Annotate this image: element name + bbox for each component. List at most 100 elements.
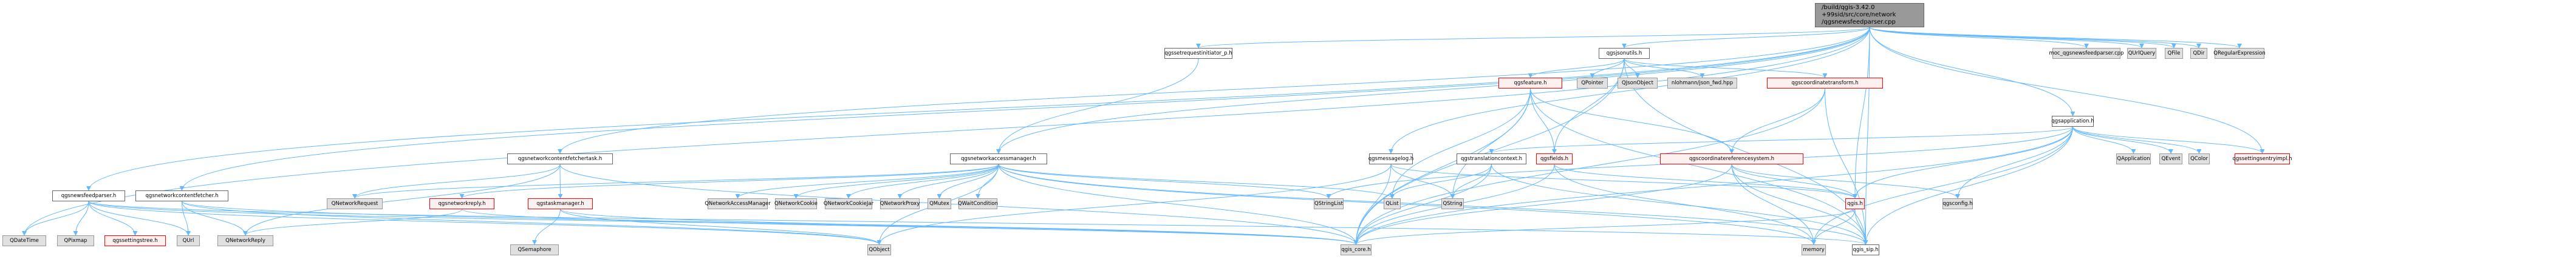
node-settingsentryimpl-h[interactable]: qgssettingsentryimpl.h <box>2232 153 2292 164</box>
node-qpixmap[interactable]: QPixmap <box>57 235 94 246</box>
node-moc[interactable]: moc_qgsnewsfeedparser.cpp <box>2049 48 2124 59</box>
node-memory[interactable]: memory <box>1802 244 1826 255</box>
node-qcolor[interactable]: QColor <box>2188 153 2210 164</box>
node-label: qgsnetworkaccessmanager.h <box>961 156 1036 162</box>
node-qlist[interactable]: QList <box>1384 198 1401 209</box>
node-json-fwd[interactable]: nlohmann/json_fwd.hpp <box>1667 78 1737 89</box>
node-label: QList <box>1385 201 1399 207</box>
node-qstring[interactable]: QString <box>1441 198 1464 209</box>
edge-crs_h-to-qgis_core_h <box>1353 164 1732 245</box>
node-label: qgis.h <box>1847 201 1863 207</box>
edge-feature_h-to-QList <box>1390 88 1531 199</box>
node-qgis-h[interactable]: qgis.h <box>1845 198 1865 209</box>
node-qobject[interactable]: QObject <box>867 244 891 255</box>
node-netcontentfetcher-h[interactable]: qgsnetworkcontentfetcher.h <box>135 190 228 201</box>
edge-networkreply_h-to-QNetworkReply <box>243 209 462 236</box>
node-qnetworkcookiejar[interactable]: QNetworkCookieJar <box>824 198 873 209</box>
node-label: QRegularExpression <box>2213 50 2266 56</box>
edge-root-to-settingsentryimpl_h <box>1869 27 2265 154</box>
node-qgis-sip-h[interactable]: qgis_sip.h <box>1852 244 1879 255</box>
node-qwaitcondition[interactable]: QWaitCondition <box>958 198 998 209</box>
edge-netaccessmanager_h-to-QStringList <box>998 164 1331 199</box>
node-networkreply-h[interactable]: qgsnetworkreply.h <box>429 198 494 209</box>
root-label-line: /qgsnewsfeedparser.cpp <box>1822 19 1896 25</box>
node-label: QNetworkRequest <box>331 201 378 207</box>
edge-newsfeedparser_h-to-qgis_sip_h <box>88 201 1868 245</box>
node-qnetworkproxy[interactable]: QNetworkProxy <box>880 198 920 209</box>
edge-netaccessmanager_h-to-memory <box>998 164 1816 245</box>
edge-translationcontext_h-to-QString <box>1450 164 1492 199</box>
node-messagelog-h[interactable]: qgsmessagelog.h <box>1368 153 1413 164</box>
node-qdir[interactable]: QDir <box>2190 48 2207 59</box>
node-label: QPixmap <box>64 238 87 244</box>
edge-application_h-to-memory <box>1811 126 2073 245</box>
node-qapplication[interactable]: QApplication <box>2116 153 2151 164</box>
node-coordtransform-h[interactable]: qgscoordinatetransform.h <box>1767 78 1883 89</box>
node-qnetworkaccessmanager[interactable]: QNetworkAccessManager <box>705 198 771 209</box>
edge-translationcontext_h-to-QList <box>1390 164 1492 199</box>
node-label: qgsconfig.h <box>1942 201 1973 207</box>
node-label: qgssettingsentryimpl.h <box>2232 156 2292 162</box>
node-qurlquery[interactable]: QUrlQuery <box>2127 48 2156 59</box>
node-qgsconfig-h[interactable]: qgsconfig.h <box>1942 198 1973 209</box>
node-label: QFile <box>2167 50 2181 56</box>
node-qdatetime[interactable]: QDateTime <box>2 235 46 246</box>
node-qpointer[interactable]: QPointer <box>1577 78 1608 89</box>
node-label: qgsfields.h <box>1540 156 1569 162</box>
edge-netaccessmanager_h-to-qgis_core_h <box>998 164 1359 245</box>
node-qjsonobject[interactable]: QJsonObject <box>1618 78 1658 89</box>
node-netaccessmanager-h[interactable]: qgsnetworkaccessmanager.h <box>950 153 1047 164</box>
edge-crs_h-to-memory <box>1731 164 1816 245</box>
node-netcontentfetchertask-h[interactable]: qgsnetworkcontentfetchertask.h <box>507 153 613 164</box>
edge-translationcontext_h-to-qgis_sip_h <box>1491 164 1868 245</box>
node-qnetworkreply[interactable]: QNetworkReply <box>217 235 273 246</box>
node-jsonutils-h[interactable]: qgsjsonutils.h <box>1599 48 1650 59</box>
edge-taskmanager_h-to-qgis_core_h <box>560 209 1359 245</box>
node-qstringlist[interactable]: QStringList <box>1314 198 1344 209</box>
node-label: QDateTime <box>10 238 39 244</box>
node-taskmanager-h[interactable]: qgstaskmanager.h <box>528 198 593 209</box>
edge-netaccessmanager_h-to-qgis_sip_h <box>998 164 1868 245</box>
node-setrequestinitiator-h[interactable]: qgssetrequestinitiator_p.h <box>1164 48 1232 59</box>
edge-networkreply_h-to-qgis_core_h <box>462 209 1359 245</box>
node-qurl[interactable]: QUrl <box>177 235 200 246</box>
edge-jsonutils_h-to-feature_h <box>1528 58 1625 78</box>
edge-coordtransform_h-to-qgis_sip_h <box>1825 88 1868 245</box>
node-settingstree-h[interactable]: qgssettingstree.h <box>104 235 166 246</box>
edge-application_h-to-settingsentryimpl_h <box>2072 126 2265 154</box>
node-qnetworkrequest[interactable]: QNetworkRequest <box>327 198 383 209</box>
node-label: moc_qgsnewsfeedparser.cpp <box>2049 50 2124 56</box>
edge-feature_h-to-qgis_core_h <box>1353 88 1531 245</box>
node-qfile[interactable]: QFile <box>2165 48 2183 59</box>
node-label: qgsnetworkcontentfetchertask.h <box>518 156 603 162</box>
edge-application_h-to-QColor <box>2072 126 2202 154</box>
edge-application_h-to-qgis_core_h <box>1353 126 2073 245</box>
edge-netaccessmanager_h-to-QNetworkCookie <box>793 164 999 199</box>
node-root[interactable]: /build/qgis-3.42.0+99sid/src/core/networ… <box>1815 3 1924 27</box>
edge-root-to-newsfeedparser_h <box>86 27 1870 191</box>
edge-qgis_h-to-memory <box>1811 209 1856 245</box>
node-qregularexpression[interactable]: QRegularExpression <box>2213 48 2266 59</box>
node-qevent[interactable]: QEvent <box>2159 153 2182 164</box>
node-crs-h[interactable]: qgscoordinatereferencesystem.h <box>1660 153 1803 164</box>
edge-jsonutils_h-to-QPointer <box>1590 58 1625 78</box>
edge-netaccessmanager_h-to-networkreply_h <box>459 164 999 199</box>
node-newsfeedparser-h[interactable]: qgsnewsfeedparser.h <box>52 190 125 201</box>
node-fields-h[interactable]: qgsfields.h <box>1536 153 1573 164</box>
root-label-line: +99sid/src/core/network <box>1822 12 1896 18</box>
node-feature-h[interactable]: qgsfeature.h <box>1498 78 1562 89</box>
edge-newsfeedparser_h-to-QObject <box>88 201 882 245</box>
node-qgis-core-h[interactable]: qgis_core.h <box>1341 244 1372 255</box>
edge-crs_h-to-qgis_sip_h <box>1731 164 1868 245</box>
node-qsemaphore[interactable]: QSemaphore <box>510 244 559 255</box>
node-qnetworkcookie[interactable]: QNetworkCookie <box>774 198 818 209</box>
edge-feature_h-to-QString <box>1450 88 1531 199</box>
node-qmutex[interactable]: QMutex <box>928 198 951 209</box>
edge-feature_h-to-qgis_sip_h <box>1530 88 1868 245</box>
edge-feature_h-to-crs_h <box>1530 88 1734 154</box>
node-translationcontext-h[interactable]: qgstranslationcontext.h <box>1457 153 1526 164</box>
node-label: qgssettingstree.h <box>112 238 158 244</box>
node-label: QDir <box>2193 50 2205 56</box>
node-application-h[interactable]: qgsapplication.h <box>2051 116 2094 127</box>
node-label: QSemaphore <box>518 247 552 253</box>
